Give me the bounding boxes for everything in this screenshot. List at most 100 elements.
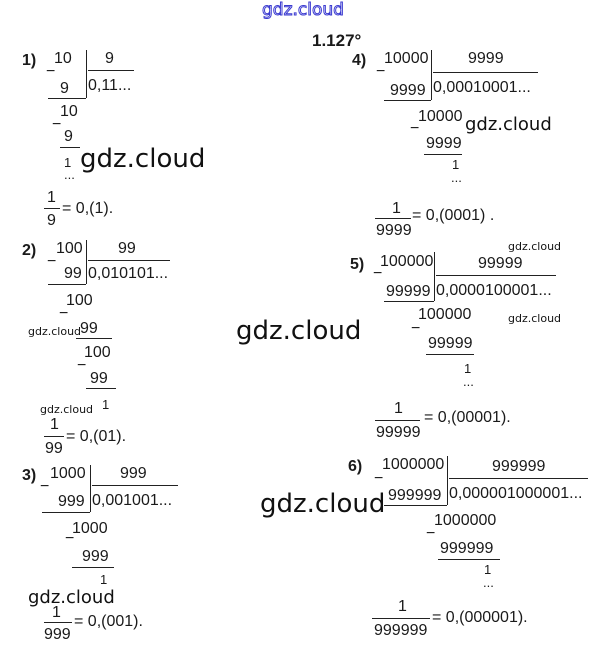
subtrahend: 99999 (386, 283, 431, 300)
divisor-line (449, 478, 588, 479)
result: = 0,(00001). (424, 409, 511, 426)
partial-dividend: 1000000 (434, 512, 497, 529)
fraction-denominator: 99999 (376, 424, 421, 441)
underline (384, 301, 434, 302)
fraction-numerator: 1 (394, 400, 403, 417)
divisor-line (88, 260, 170, 261)
fraction-bar (44, 436, 64, 437)
dividend: 10 (54, 50, 72, 67)
watermark: gdz.cloud (80, 144, 206, 174)
watermark: gdz.cloud (508, 240, 562, 253)
dividend: 1000000 (382, 456, 445, 473)
remainder: 1 (102, 397, 110, 412)
divisor: 9 (105, 50, 114, 67)
fraction-bar (44, 622, 72, 623)
exercise-number: 1.127° (312, 31, 362, 50)
result: = 0,(001). (74, 613, 143, 630)
watermark: gdz.cloud (28, 325, 82, 338)
minus-sign: − (59, 305, 69, 322)
minus-sign: − (46, 63, 56, 80)
subtrahend: 999999 (388, 487, 442, 504)
divisor: 99 (118, 240, 136, 257)
partial-dividend: 10 (60, 103, 78, 120)
underline (60, 147, 80, 148)
partial-subtrahend: 99999 (428, 335, 473, 352)
remainder: 1 (100, 572, 108, 587)
fraction-denominator: 999 (44, 626, 71, 643)
watermark: gdz.cloud (465, 114, 552, 135)
continuation-dots: ... (451, 170, 462, 185)
dividend: 100 (56, 240, 83, 257)
quotient: 0,001001... (92, 492, 173, 509)
minus-sign: − (373, 265, 383, 282)
continuation-dots: ... (64, 167, 75, 182)
division-bar (90, 465, 91, 512)
underline (72, 567, 114, 568)
partial-subtrahend: 999999 (440, 540, 494, 557)
fraction-denominator: 9 (47, 212, 56, 229)
partial-subtrahend: 9999 (426, 135, 462, 152)
divisor: 999999 (492, 458, 546, 475)
minus-sign: − (77, 357, 87, 374)
fraction-bar (44, 208, 60, 209)
problem-label: 3) (22, 467, 37, 484)
underline (384, 100, 431, 101)
fraction-bar (375, 218, 411, 219)
partial-dividend: 1000 (72, 520, 108, 537)
fraction-denominator: 9999 (376, 222, 412, 239)
division-bar (447, 456, 448, 505)
fraction-numerator: 1 (52, 604, 61, 621)
continuation-dots: ... (463, 374, 474, 389)
quotient: 0,0000100001... (436, 282, 552, 299)
partial-dividend: 100000 (418, 306, 472, 323)
watermark: gdz.cloud (28, 587, 115, 608)
divisor-line (433, 72, 538, 73)
minus-sign: − (426, 525, 436, 542)
fraction-numerator: 1 (47, 189, 56, 206)
division-bar (86, 50, 87, 98)
fraction-denominator: 99 (45, 440, 63, 457)
division-bar (434, 252, 435, 301)
fraction-numerator: 1 (50, 416, 59, 433)
partial-dividend: 100 (84, 344, 111, 361)
division-bar (86, 240, 87, 284)
fraction-denominator: 999999 (374, 622, 428, 639)
underline (42, 512, 90, 513)
divisor: 99999 (478, 255, 523, 272)
result: = 0,(0001) . (412, 207, 495, 224)
partial-subtrahend: 99 (80, 320, 98, 337)
underline (76, 338, 112, 339)
remainder: 1 (484, 562, 492, 577)
subtrahend: 999 (58, 493, 85, 510)
remainder: 1 (464, 361, 472, 376)
problem-label: 1) (22, 52, 37, 69)
underline (48, 284, 86, 285)
watermark: gdz.cloud (260, 489, 386, 519)
quotient: 0,11... (88, 77, 132, 94)
partial-dividend: 100 (66, 292, 93, 309)
watermark-logo-top: gdz.cloud (262, 0, 345, 20)
dividend: 100000 (380, 253, 434, 270)
dividend: 1000 (50, 465, 86, 482)
minus-sign: − (376, 63, 386, 80)
fraction-bar (372, 618, 430, 619)
minus-sign: − (411, 320, 421, 337)
divisor: 999 (120, 465, 147, 482)
continuation-dots: ... (483, 575, 494, 590)
minus-sign: − (65, 530, 75, 547)
minus-sign: − (40, 478, 50, 495)
division-bar (431, 50, 432, 100)
problem-label: 2) (22, 242, 37, 259)
underline (86, 388, 116, 389)
partial-subtrahend: 999 (82, 548, 109, 565)
remainder: 1 (64, 155, 72, 170)
divisor-line (88, 70, 134, 71)
minus-sign: − (374, 470, 384, 487)
watermark: gdz.cloud (508, 312, 562, 325)
fraction-numerator: 1 (392, 200, 401, 217)
underline (426, 354, 474, 355)
divisor-line (436, 275, 556, 276)
underline (384, 505, 447, 506)
problem-label: 6) (348, 458, 363, 475)
